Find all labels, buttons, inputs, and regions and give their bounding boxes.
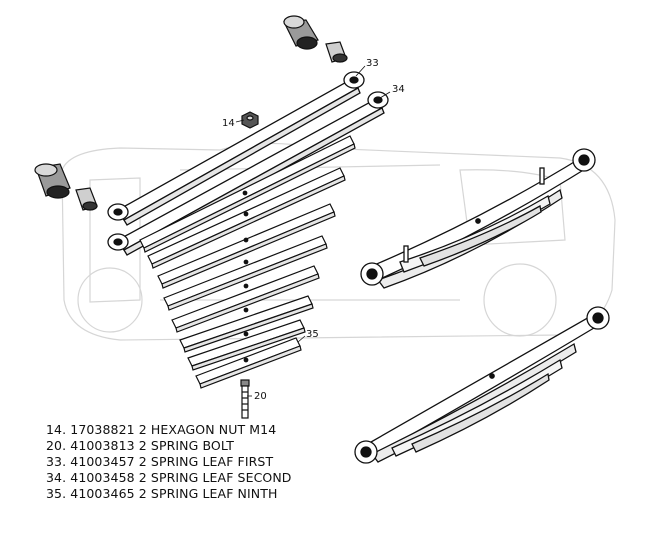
callout-33: 33 [366,58,379,69]
part-row: 14. 17038821 2 HEXAGON NUT M14 [46,422,292,438]
part-description: SPRING LEAF FIRST [150,454,274,469]
part-description: SPRING LEAF SECOND [150,470,292,485]
part-qty: 2 [138,422,147,437]
spring-leaf-first [107,71,365,226]
part-number: 41003458 [70,470,135,485]
part-description: SPRING BOLT [150,438,234,453]
part-row: 35. 41003465 2 SPRING LEAF NINTH [46,486,292,502]
bushing-large-left [34,163,71,199]
assembled-spring-pack-upper [360,148,596,289]
part-description: SPRING LEAF NINTH [150,486,278,501]
part-row: 20. 41003813 2 SPRING BOLT [46,438,292,454]
part-ref: 33. [46,454,67,469]
part-qty: 2 [138,454,147,469]
part-ref: 14. [46,422,67,437]
callout-14: 14 [222,118,235,129]
callout-35: 35 [306,329,319,340]
bushing-small-top [325,41,348,63]
parts-list: 14. 17038821 2 HEXAGON NUT M14 20. 41003… [46,422,292,502]
callout-leaders [235,65,391,397]
hexagon-nut [241,111,259,129]
part-qty: 2 [138,486,147,501]
spring-leaf-ninth [195,337,302,389]
part-description: HEXAGON NUT M14 [150,422,277,437]
part-qty: 2 [138,438,147,453]
spring-bolt [240,379,250,419]
callout-34: 34 [392,84,405,95]
part-row: 33. 41003457 2 SPRING LEAF FIRST [46,454,292,470]
intermediate-spring-leaves [139,135,356,371]
part-ref: 20. [46,438,67,453]
part-number: 41003813 [70,438,135,453]
part-qty: 2 [138,470,147,485]
part-ref: 34. [46,470,67,485]
assembled-spring-pack-lower [354,306,610,464]
part-row: 34. 41003458 2 SPRING LEAF SECOND [46,470,292,486]
callout-20: 20 [254,391,267,402]
part-ref: 35. [46,486,67,501]
bushing-large-top [283,15,319,50]
part-number: 17038821 [70,422,135,437]
part-number: 41003465 [70,486,135,501]
part-number: 41003457 [70,454,135,469]
bushing-small-left [75,187,98,211]
